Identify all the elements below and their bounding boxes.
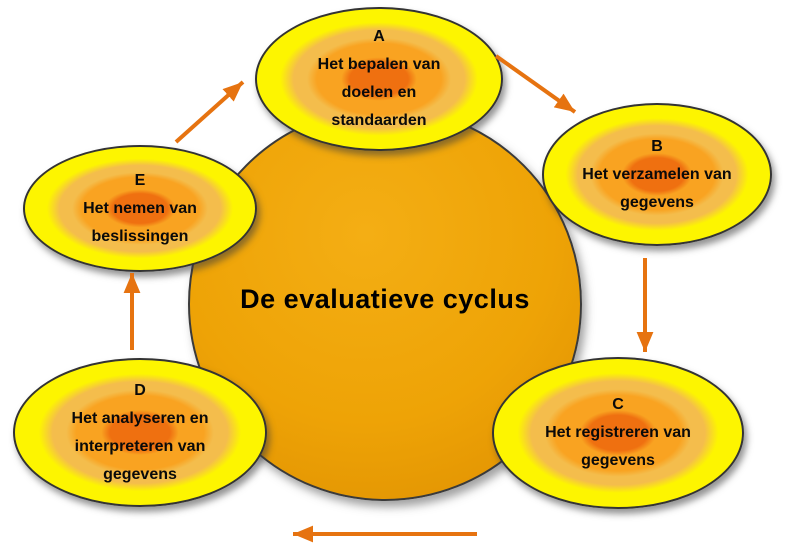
node-e-letter: E: [134, 171, 146, 189]
node-d: D Het analyseren en interpreteren van ge…: [13, 358, 267, 507]
node-b-label: Het verzamelen van gegevens: [582, 165, 732, 211]
node-c-label: Het registreren van gegevens: [545, 424, 691, 469]
node-a-label: Het bepalen van doelen en standaarden: [317, 56, 441, 129]
arrow-a-to-b: [494, 54, 577, 114]
node-d-label: Het analyseren en interpreteren van gege…: [71, 409, 209, 483]
node-b-letter: B: [651, 137, 663, 155]
node-a: A Het bepalen van doelen en standaarden: [255, 7, 503, 151]
node-c-letter: C: [612, 396, 624, 413]
node-d-letter: D: [134, 381, 146, 399]
node-c: C Het registreren van gegevens: [492, 357, 744, 509]
arrow-e-to-a: [174, 80, 245, 144]
node-b: B Het verzamelen van gegevens: [542, 103, 772, 246]
node-e-label: Het nemen van beslissingen: [83, 199, 197, 245]
diagram-title: De evaluatieve cyclus: [240, 283, 530, 314]
node-a-letter: A: [373, 28, 385, 45]
node-e: E Het nemen van beslissingen: [23, 145, 257, 272]
